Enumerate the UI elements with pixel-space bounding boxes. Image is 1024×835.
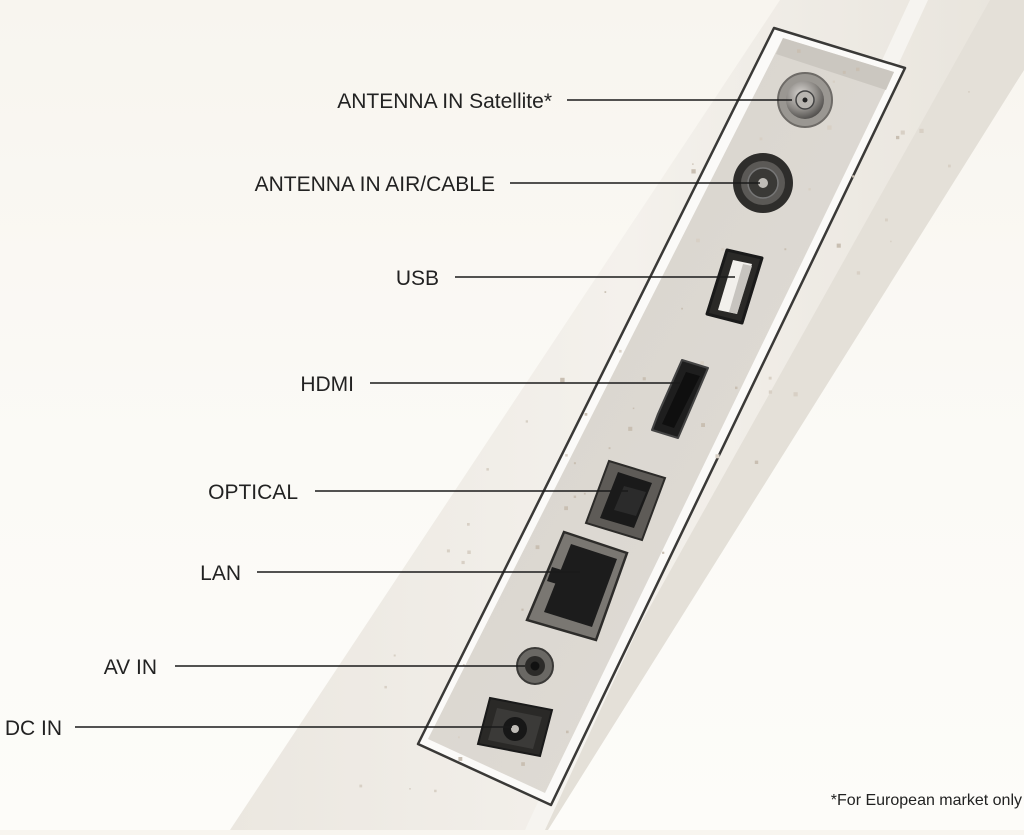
speckle [701, 423, 705, 427]
speckle [521, 762, 525, 766]
speckle [359, 784, 363, 788]
speckle [759, 137, 763, 141]
av-in-port [516, 647, 554, 685]
speckle [565, 454, 568, 457]
surface-speckles [359, 49, 970, 793]
speckle [560, 377, 565, 383]
speckle [754, 460, 759, 464]
speckle [584, 413, 588, 416]
speckle [467, 523, 470, 526]
speckle [566, 730, 569, 734]
speckle [852, 175, 855, 178]
label-antenna-air-cable: ANTENNA IN AIR/CABLE [255, 173, 495, 196]
speckle [890, 240, 892, 243]
speckle [628, 426, 633, 431]
optical-port [584, 459, 667, 542]
speckle [842, 70, 846, 74]
label-dc-in: DC IN [5, 717, 62, 740]
speckle [856, 271, 861, 275]
speckle [608, 447, 611, 450]
speckle [618, 349, 622, 353]
speckle [968, 91, 970, 93]
label-usb: USB [396, 267, 439, 290]
speckle [583, 492, 586, 495]
hdmi-port [651, 359, 709, 439]
speckle [486, 468, 489, 471]
speckle [700, 361, 704, 365]
speckle [642, 377, 646, 381]
speckle [721, 248, 724, 251]
speckle [434, 789, 437, 793]
label-antenna-satellite: ANTENNA IN Satellite* [337, 90, 552, 113]
speckle [573, 462, 576, 465]
leader-lines [75, 99, 792, 728]
speckle [632, 407, 635, 410]
speckle [793, 392, 798, 397]
speckle [458, 736, 460, 739]
speckle [832, 80, 835, 83]
speckle [393, 654, 396, 657]
speckle [446, 549, 450, 553]
speckle [662, 551, 665, 554]
usb-port [705, 248, 764, 325]
speckle [808, 188, 811, 191]
speckle [604, 291, 607, 293]
label-lan: LAN [200, 562, 241, 585]
speckle [715, 454, 720, 459]
speckle [919, 128, 924, 133]
label-optical: OPTICAL [208, 481, 298, 504]
speckle [409, 788, 411, 790]
label-hdmi: HDMI [300, 373, 354, 396]
speckle [461, 560, 465, 565]
speckle [797, 49, 801, 53]
speckle [462, 664, 465, 666]
speckle [564, 506, 568, 511]
speckle [692, 163, 694, 165]
speckle [768, 390, 773, 394]
speckle [535, 545, 540, 550]
speckle [856, 67, 860, 72]
speckle [458, 757, 463, 761]
speckle [696, 238, 700, 243]
speckle [384, 685, 387, 689]
satellite-antenna-port [777, 72, 833, 128]
speckle [948, 164, 951, 168]
speckle [691, 169, 696, 174]
speckle [768, 376, 772, 380]
speckle [525, 420, 528, 423]
dc-in-port [476, 696, 554, 758]
speckle [885, 218, 888, 222]
speckle [467, 550, 471, 554]
speckle [827, 125, 832, 130]
speckle [896, 135, 900, 140]
label-av-in: AV IN [104, 656, 157, 679]
speckle [735, 386, 738, 390]
speckle [681, 307, 683, 310]
speckle [573, 495, 577, 498]
speckle [521, 608, 524, 611]
european-market-footnote: *For European market only [830, 792, 1022, 809]
port-labels: ANTENNA IN Satellite* ANTENNA IN AIR/CAB… [5, 90, 552, 740]
speckle [836, 243, 841, 248]
speckle [784, 248, 787, 251]
speckle [900, 130, 905, 135]
